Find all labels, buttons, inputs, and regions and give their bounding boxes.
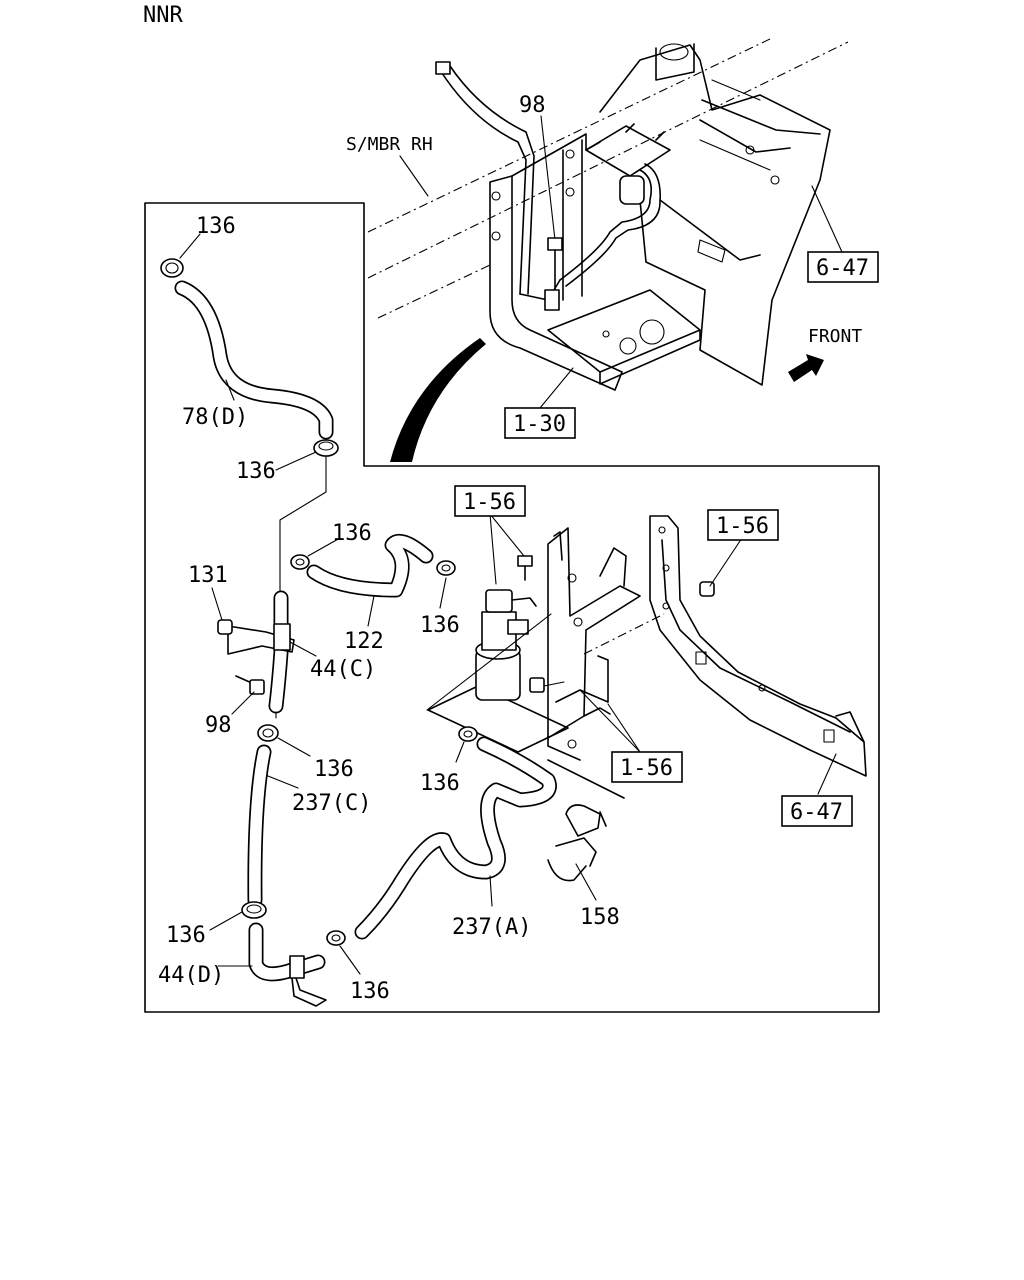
callout-136-44d: 136 [166,923,206,948]
bracket-assembly [529,527,641,761]
filter-bolt [517,555,533,581]
ref-box-1-56-right [707,509,779,541]
callout-237a: 237(A) [452,915,531,940]
clamp-136-top [160,258,184,278]
clamp-136-44d [241,901,267,919]
filter-unit [426,589,569,753]
connector-line-a [279,455,327,595]
ref-box-6-47-top [807,251,879,283]
ref-label-6-47-lower: 6-47 [790,800,843,825]
hose-237a [354,736,557,940]
callout-122: 122 [344,629,384,654]
nut-131 [217,619,233,635]
callout-78d: 78(D) [182,405,248,430]
callout-237c: 237(C) [292,791,371,816]
detail-frame [144,202,880,1013]
callout-136-237a-bottom: 136 [350,979,390,1004]
ref-box-6-47-lower [781,795,853,827]
callout-136-122-left: 136 [332,521,372,546]
ref-box-1-56-lower [611,751,683,783]
callout-136-top: 136 [196,214,236,239]
bolt-axis-line [583,613,665,655]
callout-158: 158 [580,905,620,930]
ref-box-1-56-top [454,485,526,517]
model-code: NNR [143,3,183,28]
ref-box-1-30 [504,407,576,439]
ref-label-1-56-right: 1-56 [716,514,769,539]
callout-44d: 44(D) [158,963,224,988]
pipe-44c [227,590,295,714]
hose-122 [306,533,434,598]
callout-44c: 44(C) [310,657,376,682]
ref-label-1-30: 1-30 [513,412,566,437]
bolt-98 [235,675,265,695]
clamp-136-237c-top [257,724,279,742]
hose-78d [174,280,334,440]
ref-label-6-47-top: 6-47 [816,256,869,281]
member-label: S/MBR RH [346,134,433,155]
overview-chassis [367,37,849,462]
callout-136-237a-top: 136 [420,771,460,796]
clamp-136-237a-bottom [326,930,346,946]
clamp-136-122-left [290,554,310,570]
callout-98: 98 [205,713,232,738]
ref-label-1-56-lower: 1-56 [620,756,673,781]
clamp-136-after-78d [313,439,339,457]
front-label: FRONT [808,326,862,347]
clamp-136-237a-top [458,726,478,742]
hose-237c [247,744,272,908]
overview-part-98: 98 [519,93,546,118]
ref-label-1-56-top: 1-56 [463,490,516,515]
callout-136-122-right: 136 [420,613,460,638]
clip-158 [547,759,625,882]
clamp-136-122-right [436,560,456,576]
callout-131: 131 [188,563,228,588]
callout-136-after-78d: 136 [236,459,276,484]
pipe-44d [248,922,327,1007]
frame-side-member [649,515,867,777]
callout-136-237c-top: 136 [314,757,354,782]
